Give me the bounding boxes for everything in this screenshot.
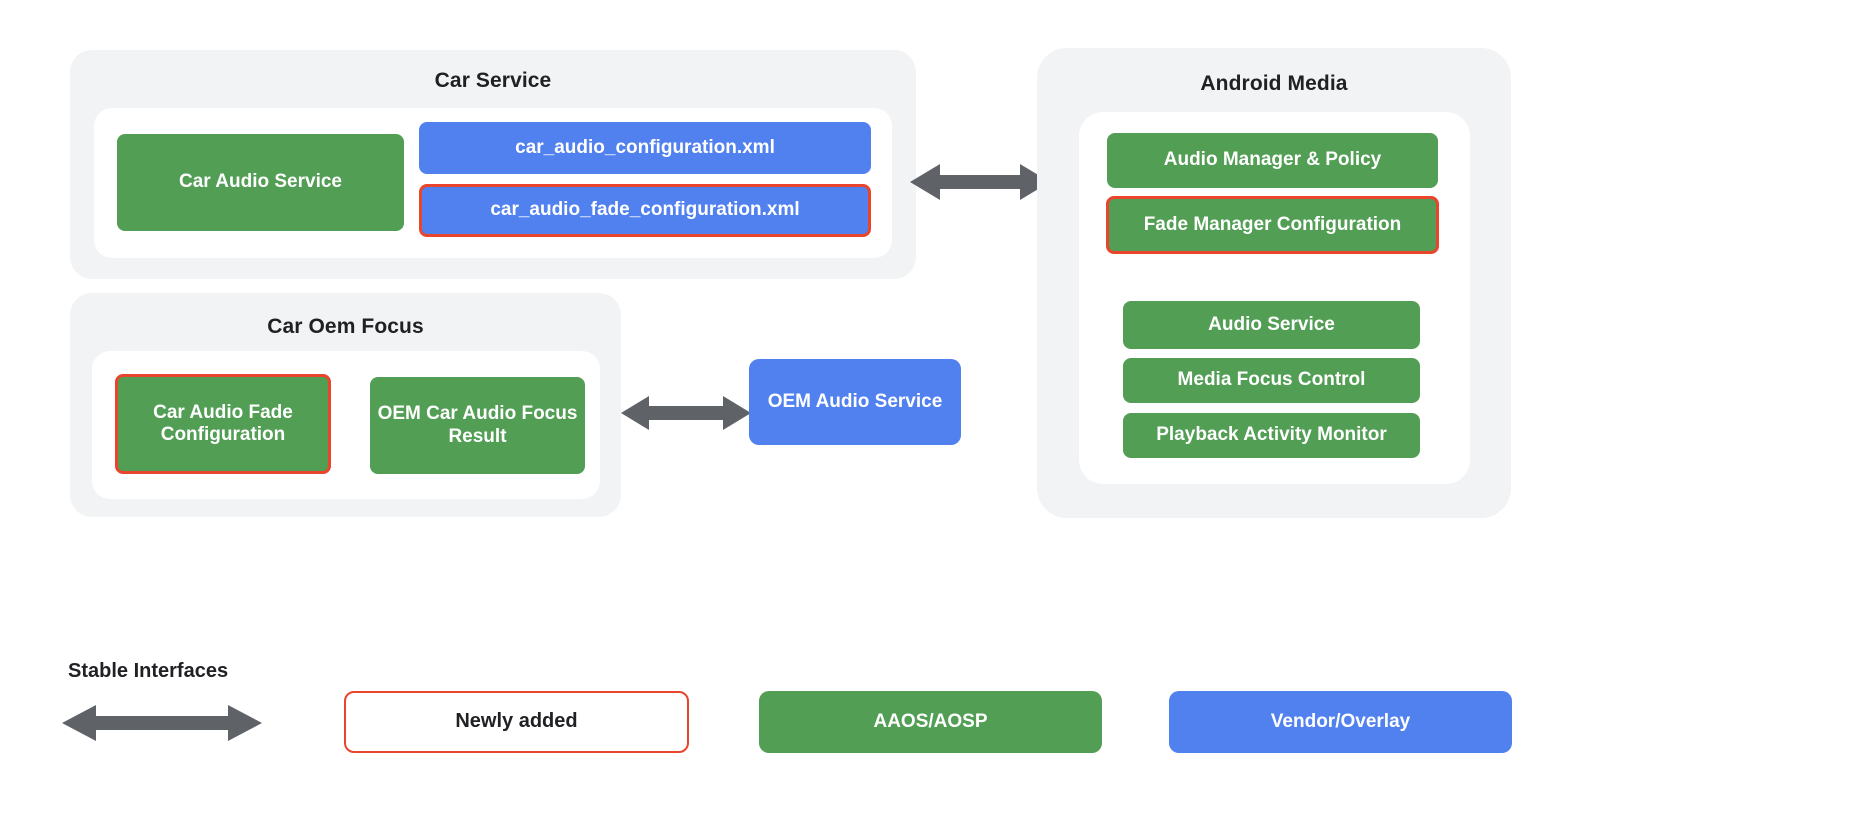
legend-stable-interfaces-arrow-icon xyxy=(62,701,262,745)
box-oem-audio-service[interactable]: OEM Audio Service xyxy=(749,359,961,445)
legend-item-vendor-overlay[interactable]: Vendor/Overlay xyxy=(1169,691,1512,753)
group-title-android-media: Android Media xyxy=(1200,72,1348,95)
group-title-car-oem-focus: Car Oem Focus xyxy=(267,315,424,338)
group-car-oem-focus: Car Oem Focus Car Audio Fade Configurati… xyxy=(70,293,621,517)
group-android-media: Android Media Audio Manager & Policy Fad… xyxy=(1037,48,1511,518)
legend-item-newly-added[interactable]: Newly added xyxy=(344,691,689,753)
legend-stable-interfaces-label: Stable Interfaces xyxy=(68,660,229,682)
group-car-service: Car Service Car Audio Service car_audio_… xyxy=(70,50,916,279)
box-car-audio-service[interactable]: Car Audio Service xyxy=(117,134,404,231)
box-fade-manager-configuration[interactable]: Fade Manager Configuration xyxy=(1106,196,1439,254)
box-car-audio-fade-configuration[interactable]: Car Audio Fade Configuration xyxy=(115,374,331,474)
arrow-car-service-to-android-media xyxy=(910,158,1050,206)
diagram-card: Car Service Car Audio Service car_audio_… xyxy=(14,8,1852,814)
legend-item-aaos-aosp[interactable]: AAOS/AOSP xyxy=(759,691,1102,753)
box-audio-manager-policy[interactable]: Audio Manager & Policy xyxy=(1107,133,1438,188)
box-car-audio-fade-configuration-xml[interactable]: car_audio_fade_configuration.xml xyxy=(419,184,871,237)
box-playback-activity-monitor[interactable]: Playback Activity Monitor xyxy=(1123,413,1420,458)
box-car-audio-configuration-xml[interactable]: car_audio_configuration.xml xyxy=(419,122,871,174)
box-media-focus-control[interactable]: Media Focus Control xyxy=(1123,358,1420,403)
box-audio-service[interactable]: Audio Service xyxy=(1123,301,1420,349)
box-oem-car-audio-focus-result[interactable]: OEM Car Audio Focus Result xyxy=(370,377,585,474)
arrow-car-oem-focus-to-oem-audio-service xyxy=(621,390,751,436)
group-title-car-service: Car Service xyxy=(434,69,552,92)
